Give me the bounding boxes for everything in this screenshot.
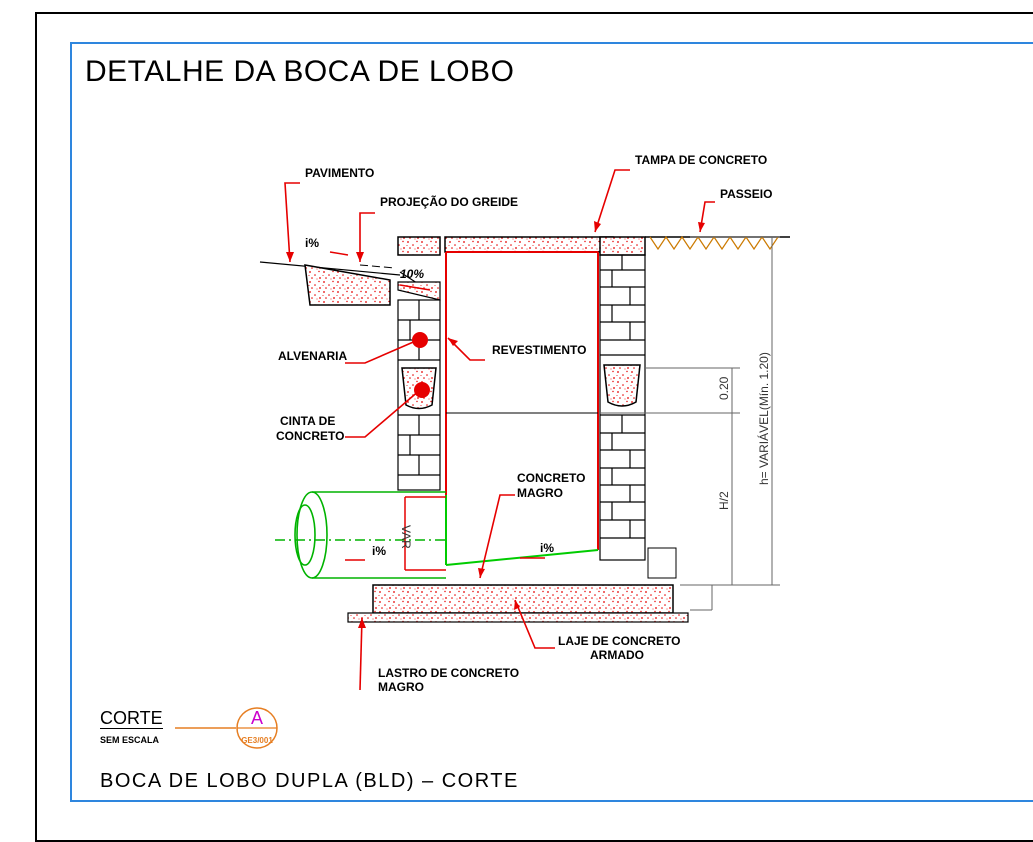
drawing-caption: BOCA DE LOBO DUPLA (BLD) – CORTE: [100, 770, 519, 792]
label-concreto-magro-2: MAGRO: [517, 486, 563, 500]
label-passeio: PASSEIO: [720, 187, 772, 201]
slope-arrows: [329, 251, 545, 561]
label-revestimento: REVESTIMENTO: [492, 343, 586, 357]
leader-arrowheads: [286, 221, 705, 628]
dimension-lines: [600, 236, 780, 611]
dim-half-height: H/2: [717, 491, 731, 510]
lean-concrete: [347, 612, 689, 623]
marker-letter: A: [251, 708, 263, 728]
dim-pipe: VAR: [399, 525, 413, 549]
outlet-pipe: [275, 491, 446, 579]
label-cinta-2: CONCRETO: [276, 429, 344, 443]
label-projecao-greide: PROJEÇÃO DO GREIDE: [380, 194, 518, 209]
label-laje-1: LAJE DE CONCRETO: [558, 634, 680, 648]
leader-lines: [284, 169, 715, 691]
ground-hatch: [645, 235, 790, 251]
section-name: CORTE: [100, 708, 163, 729]
right-cinta: [603, 364, 641, 407]
section-marker: A GE3/001: [175, 707, 278, 749]
dim-total-height: h= VARIÁVEL(Mín. 1.20): [756, 352, 771, 485]
curb-and-lid: [397, 236, 646, 301]
chamber-lining: [445, 251, 599, 550]
inner-frame: [70, 42, 1033, 802]
label-slope-pipe: i%: [372, 544, 386, 558]
sheet-title: DETALHE DA BOCA DE LOBO: [85, 55, 515, 88]
base-slab: [372, 584, 674, 614]
label-slope-floor: i%: [540, 541, 554, 555]
label-concreto-magro-1: CONCRETO: [517, 471, 585, 485]
label-pavimento: PAVIMENTO: [305, 166, 374, 180]
right-wall-masonry: [599, 254, 646, 561]
concrete-lid: [444, 236, 614, 253]
label-lastro-2: MAGRO: [378, 680, 424, 694]
floor-concrete: [445, 495, 599, 566]
section-scale: SEM ESCALA: [100, 735, 160, 745]
marker-ref: GE3/001: [241, 736, 273, 745]
dim-cinta-height: 0.20: [717, 376, 731, 400]
label-laje-2: ARMADO: [590, 648, 644, 662]
pavement: [259, 261, 441, 306]
label-lastro-1: LASTRO DE CONCRETO: [378, 666, 519, 680]
label-slope-road: i%: [305, 236, 319, 250]
label-cinta-1: CINTA DE: [280, 414, 335, 428]
outlet-box: [647, 547, 677, 579]
label-slope-10: 10%: [400, 267, 424, 281]
label-tampa: TAMPA DE CONCRETO: [635, 153, 767, 167]
label-alvenaria: ALVENARIA: [278, 349, 347, 363]
